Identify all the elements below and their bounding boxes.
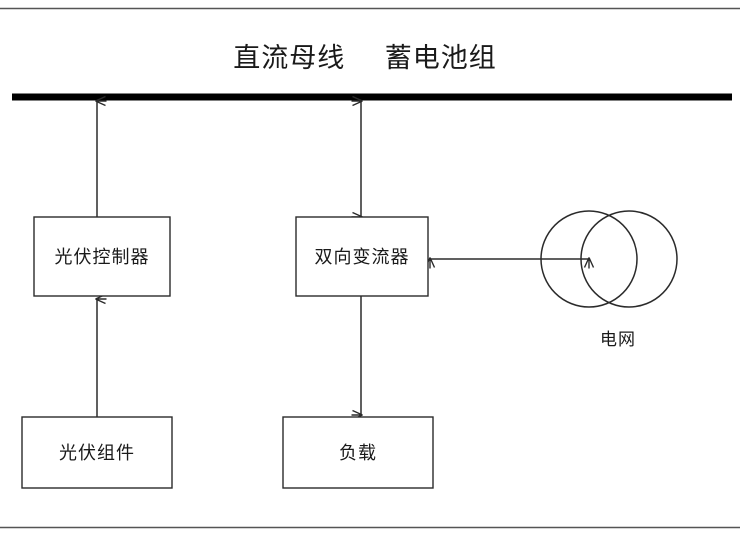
pv-module-box [21,416,173,489]
power-grid-symbol [540,210,678,308]
block-pv-controller: 光伏控制器 [33,216,171,297]
pv-module-label: 光伏组件 [59,443,135,464]
load-box [282,416,434,489]
grid-circle-left [540,210,638,308]
power-grid-label: 电网 [600,330,636,350]
block-pv-module: 光伏组件 [21,416,173,489]
bidirectional-converter-box [295,216,429,297]
diagram-title: 直流母线 蓄电池组 [233,43,497,74]
pv-controller-box [33,216,171,297]
title-dc-bus: 直流母线 [233,43,345,74]
title-battery-pack: 蓄电池组 [385,43,497,74]
bidirectional-converter-label: 双向变流器 [315,247,410,268]
pv-controller-label: 光伏控制器 [55,247,150,268]
load-label: 负载 [339,443,377,464]
grid-circle-right [580,210,678,308]
block-load: 负载 [282,416,434,489]
block-bidirectional-converter: 双向变流器 [295,216,429,297]
